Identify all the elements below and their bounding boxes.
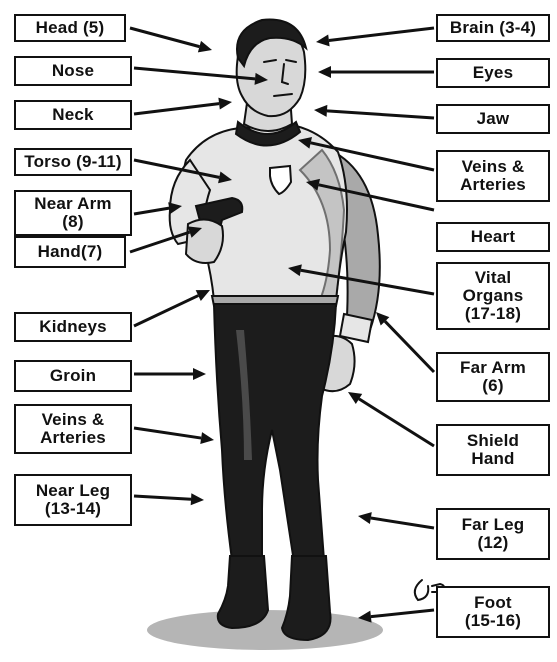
label-near-arm: Near Arm (8) (14, 190, 132, 236)
label-shield-hand: Shield Hand (436, 424, 550, 476)
label-near-leg: Near Leg (13-14) (14, 474, 132, 526)
label-veins-arteries-right: Veins & Arteries (436, 150, 550, 202)
arrow-jaw (314, 105, 434, 118)
arrow-neck (134, 98, 232, 114)
arrow-brain (316, 28, 434, 46)
label-nose: Nose (14, 56, 132, 86)
arrow-groin (134, 368, 206, 380)
arrow-shield (348, 392, 434, 446)
label-far-arm: Far Arm (6) (436, 352, 550, 402)
arrow-near-leg (134, 493, 204, 505)
label-hand: Hand(7) (14, 236, 126, 268)
label-kidneys: Kidneys (14, 312, 132, 342)
label-neck: Neck (14, 100, 132, 130)
arrow-near-arm (134, 202, 182, 214)
label-far-leg: Far Leg (12) (436, 508, 550, 560)
arrow-torso (134, 160, 232, 183)
arrow-heart (306, 179, 434, 210)
arrow-nose (134, 68, 268, 85)
arrow-far-leg (358, 512, 434, 528)
label-groin: Groin (14, 360, 132, 392)
arrow-kidneys (134, 290, 210, 326)
label-heart: Heart (436, 222, 550, 252)
arrow-veins-right (298, 137, 434, 170)
label-jaw: Jaw (436, 104, 550, 134)
label-eyes: Eyes (436, 58, 550, 88)
label-veins-arteries-left: Veins & Arteries (14, 404, 132, 454)
arrow-eyes (318, 66, 434, 78)
label-brain: Brain (3-4) (436, 14, 550, 42)
arrow-head (130, 28, 212, 52)
arrow-far-arm (376, 312, 434, 372)
arrow-vital (288, 264, 434, 294)
arrow-veins-left (134, 428, 214, 444)
label-head: Head (5) (14, 14, 126, 42)
arrow-foot (358, 610, 434, 623)
arrow-hand (130, 226, 202, 252)
label-foot: Foot (15-16) (436, 586, 550, 638)
label-vital-organs: Vital Organs (17-18) (436, 262, 550, 330)
label-torso: Torso (9-11) (14, 148, 132, 176)
